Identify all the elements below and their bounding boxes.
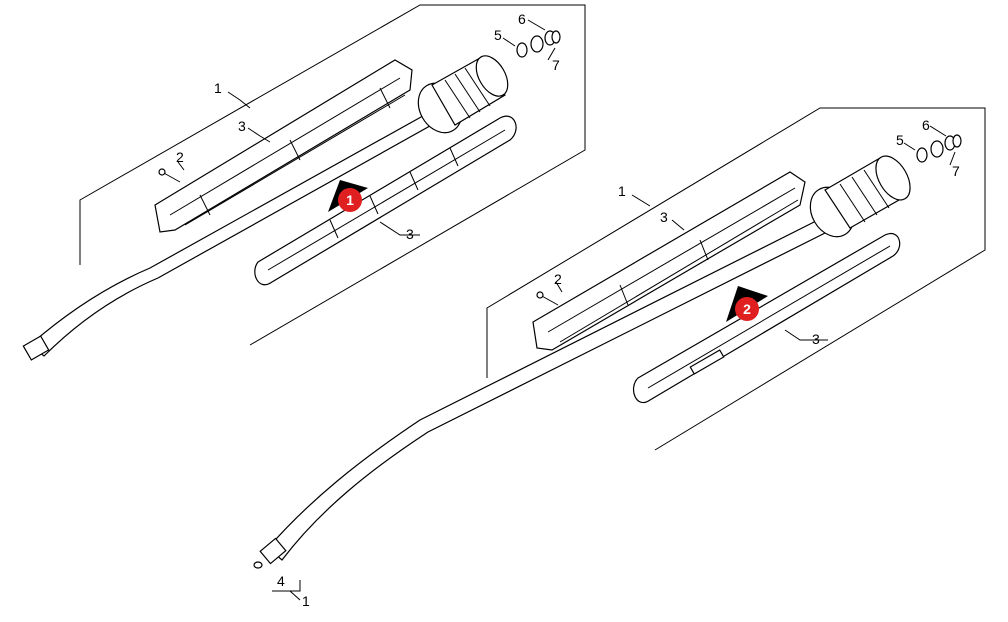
- assembly-1: 1 3 2 3 5 6 7 1: [22, 4, 586, 361]
- seal-rings-2: [916, 134, 962, 163]
- assembly-1-frame: [79, 4, 586, 346]
- callout-1-lance: 1: [302, 593, 310, 609]
- brand-label-plate: [689, 349, 725, 375]
- badge-marker-1: 1: [328, 180, 368, 212]
- handle-shell-lower-1: [254, 115, 517, 286]
- seal-rings-1: [516, 30, 561, 58]
- badge-number-1: 1: [346, 192, 354, 208]
- badge-number-2: 2: [743, 301, 751, 317]
- callout-3-shell-1: 3: [238, 118, 246, 134]
- callout-7-ring-1: 7: [552, 57, 560, 73]
- callout-1-assembly-2: 1: [618, 183, 626, 199]
- handle-shell-lower-2: [633, 232, 901, 403]
- callout-5-ring-1: 5: [494, 27, 502, 43]
- callout-4-oring: 4: [277, 573, 285, 589]
- callout-7-ring-2: 7: [952, 163, 960, 179]
- o-ring-4: [253, 561, 263, 569]
- callout-2-screw-2: 2: [554, 271, 562, 287]
- callout-1-assembly-1: 1: [214, 80, 222, 96]
- lance-connector-2: [259, 537, 287, 565]
- assembly-2-frame: [486, 107, 986, 451]
- leaders-1: [177, 19, 556, 236]
- screw-2: [536, 291, 559, 306]
- leaders-2: [272, 125, 956, 601]
- callout-3-lower-2: 3: [812, 331, 820, 347]
- handle-shell-upper-2: [532, 171, 806, 351]
- screw-1: [158, 168, 181, 183]
- lance-tube-2: [259, 214, 836, 565]
- assembly-2: 1 3 2 3 4 1 5 6 7 2: [253, 107, 986, 609]
- badge-marker-2: 2: [726, 286, 768, 322]
- callout-3-shell-2: 3: [660, 209, 668, 225]
- handle-shell-upper-1: [154, 59, 413, 233]
- nozzle-knob-2: [809, 155, 911, 238]
- lance-connector-1: [22, 335, 50, 361]
- callout-2-screw-1: 2: [176, 149, 184, 165]
- callout-6-ring-1: 6: [518, 11, 526, 27]
- callout-6-ring-2: 6: [922, 117, 930, 133]
- callout-5-ring-2: 5: [896, 132, 904, 148]
- lance-tube-1: [22, 111, 438, 361]
- nozzle-knob-1: [417, 55, 509, 134]
- callout-3-lower-1: 3: [406, 226, 414, 242]
